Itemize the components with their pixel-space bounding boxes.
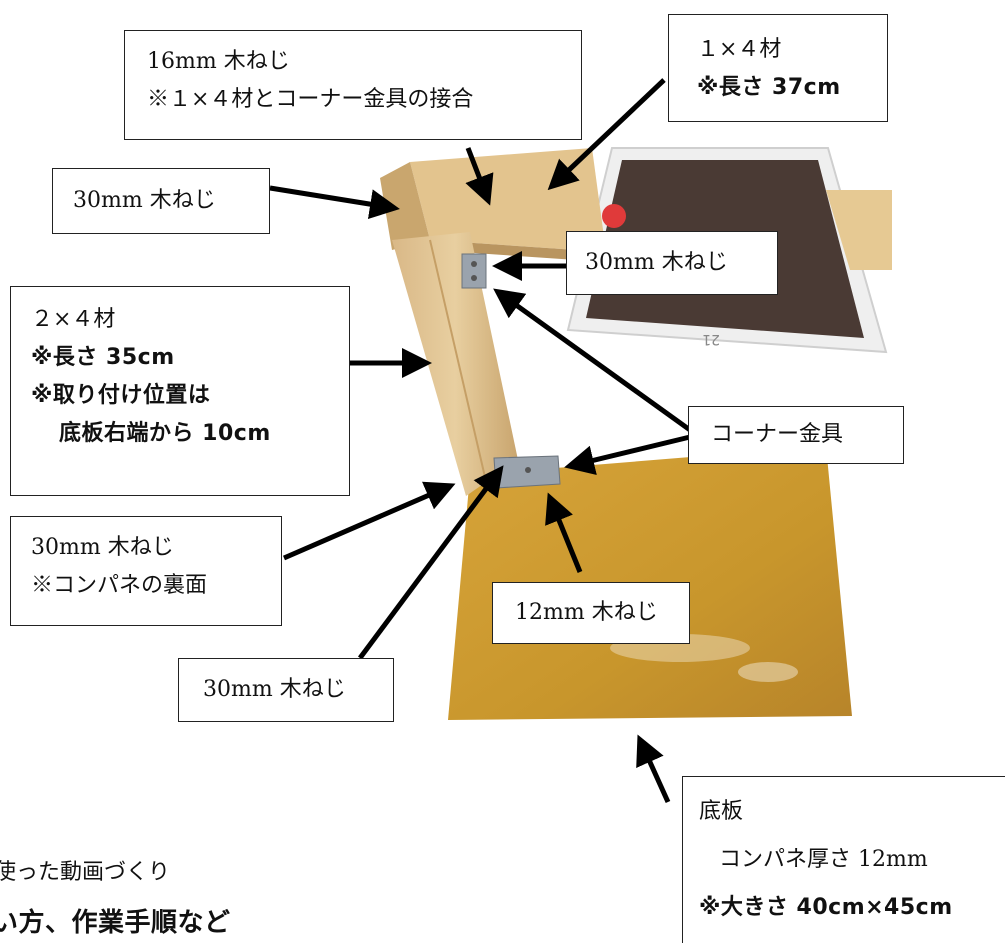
label-screw-16mm-line2: ※１×４材とコーナー金具の接合 [147, 87, 474, 112]
corner-bracket-top [461, 253, 487, 289]
label-screw-30mm-bottom-text: 30mm 木ねじ [203, 677, 346, 702]
bottom-text-line1: 使った動画づくり [0, 860, 171, 885]
label-screw-30mm-top: 30mm 木ねじ [52, 168, 270, 234]
label-2x4-wood-line2: ※長さ 35cm [31, 345, 175, 370]
bottom-text-line2: い方、作業手順など [0, 908, 231, 938]
label-corner-bracket-text: コーナー金具 [711, 422, 844, 447]
vertical-post [392, 232, 518, 496]
label-2x4-wood-line4: 底板右端から 10cm [59, 421, 271, 446]
label-base-board-line2: コンパネ厚さ 12mm [719, 847, 928, 872]
label-screw-12mm-text: 12mm 木ねじ [515, 600, 658, 625]
label-screw-30mm-back-line2: ※コンパネの裏面 [31, 573, 208, 598]
label-screw-30mm-back-line1: 30mm 木ねじ [31, 535, 174, 560]
label-2x4-wood: ２×４材 ※長さ 35cm ※取り付け位置は 底板右端から 10cm [10, 286, 350, 496]
label-screw-30mm-top-text: 30mm 木ねじ [73, 188, 216, 213]
label-base-board-line1: 底板 [699, 799, 744, 824]
label-2x4-wood-line3: ※取り付け位置は [31, 383, 211, 408]
label-corner-bracket: コーナー金具 [688, 406, 904, 464]
label-2x4-wood-line1: ２×４材 [31, 307, 116, 332]
label-1x4-wood: １×４材 ※長さ 37cm [668, 14, 888, 122]
label-screw-30mm-right: 30mm 木ねじ [566, 231, 778, 295]
label-base-board: 底板 コンパネ厚さ 12mm ※大きさ 40cm×45cm [682, 776, 1005, 943]
label-screw-16mm-line1: 16mm 木ねじ [147, 49, 290, 74]
label-screw-30mm-back: 30mm 木ねじ ※コンパネの裏面 [10, 516, 282, 626]
label-screw-30mm-bottom: 30mm 木ねじ [178, 658, 394, 722]
label-base-board-line3: ※大きさ 40cm×45cm [699, 895, 953, 920]
label-screw-30mm-right-text: 30mm 木ねじ [585, 250, 728, 275]
top-board-right [826, 190, 892, 270]
label-screw-12mm: 12mm 木ねじ [492, 582, 690, 644]
label-screw-16mm: 16mm 木ねじ ※１×４材とコーナー金具の接合 [124, 30, 582, 140]
svg-text:21: 21 [702, 331, 720, 347]
arrow-icon [269, 78, 692, 804]
label-1x4-wood-line2: ※長さ 37cm [697, 75, 841, 100]
label-1x4-wood-line1: １×４材 [697, 37, 782, 62]
